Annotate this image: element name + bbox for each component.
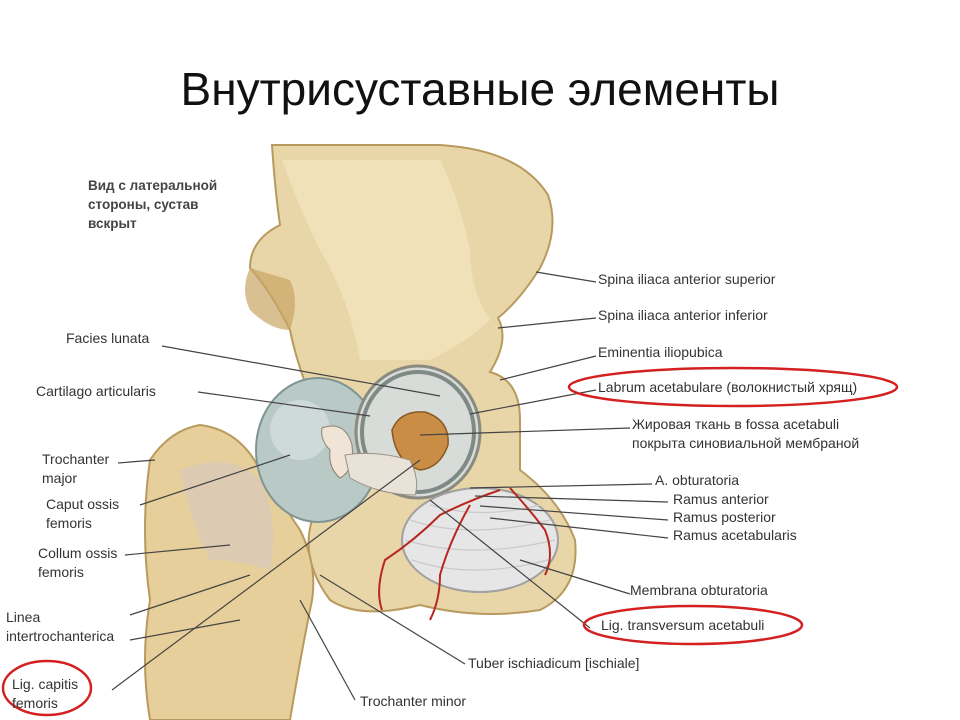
- labrum: [360, 370, 476, 494]
- label-lig-transversum-acetabuli: Lig. transversum acetabuli: [601, 617, 765, 633]
- label-lig-capitis-femoris-line2: femoris: [12, 695, 58, 711]
- label-collum-ossis-femoris-line1: Collum ossis: [38, 545, 118, 561]
- label-linea-intertrochanterica-line2: intertrochanterica: [6, 628, 115, 644]
- label-a-obturatoria: A. obturatoria: [655, 472, 740, 488]
- highlight-capitis: [1, 659, 93, 717]
- fovea: [321, 425, 353, 479]
- label-lig-capitis-femoris-line1: Lig. capitis: [12, 676, 79, 692]
- view-note-line: Вид с латеральной: [88, 178, 218, 193]
- slide-title: Внутрисуставные элементы: [180, 63, 780, 115]
- femur-neck-shade: [180, 462, 274, 570]
- femoral-head-highlight: [270, 400, 330, 460]
- label-caput-ossis-femoris-line1: Caput ossis: [46, 496, 120, 512]
- label-eminentia-iliopubica: Eminentia iliopubica: [598, 344, 723, 360]
- label-trochanter-major-line2: major: [42, 470, 78, 486]
- label-trochanter-minor: Trochanter minor: [360, 693, 467, 709]
- highlight-transversum: [582, 604, 804, 646]
- label-fossa-fat-line2: покрыта синовиальной мембраной: [632, 435, 860, 451]
- ilium-edge-shade: [245, 268, 295, 330]
- label-cartilago-articularis: Cartilago articularis: [36, 383, 156, 399]
- label-labrum-acetabulare: Labrum acetabulare (волокнистый хрящ): [598, 379, 858, 395]
- label-spina-iliaca-anterior-inferior: Spina iliaca anterior inferior: [598, 307, 768, 323]
- label-linea-intertrochanterica-line1: Linea: [6, 609, 41, 625]
- leader-lines: [111, 271, 669, 701]
- label-tuber-ischiadicum: Tuber ischiadicum [ischiale]: [468, 655, 640, 671]
- label-ramus-acetabularis: Ramus acetabularis: [673, 527, 797, 543]
- ilium-shade: [282, 160, 490, 360]
- label-facies-lunata: Facies lunata: [66, 330, 150, 346]
- label-fossa-fat-line1: Жировая ткань в fossa acetabuli: [632, 416, 840, 432]
- label-ramus-posterior: Ramus posterior: [673, 509, 776, 525]
- label-caput-ossis-femoris-line2: femoris: [46, 515, 92, 531]
- label-spina-iliaca-anterior-superior: Spina iliaca anterior superior: [598, 271, 776, 287]
- label-membrana-obturatoria: Membrana obturatoria: [630, 582, 768, 598]
- ligament-capitis: [344, 452, 418, 496]
- label-collum-ossis-femoris-line2: femoris: [38, 564, 84, 580]
- view-note-line: стороны, сустав: [88, 197, 199, 212]
- view-note: Вид с латеральной стороны, сустав вскрыт: [88, 176, 217, 233]
- view-note-line: вскрыт: [88, 216, 137, 231]
- highlight-labrum: [567, 366, 899, 408]
- label-trochanter-major-line1: Trochanter: [42, 451, 110, 467]
- label-ramus-anterior: Ramus anterior: [673, 491, 769, 507]
